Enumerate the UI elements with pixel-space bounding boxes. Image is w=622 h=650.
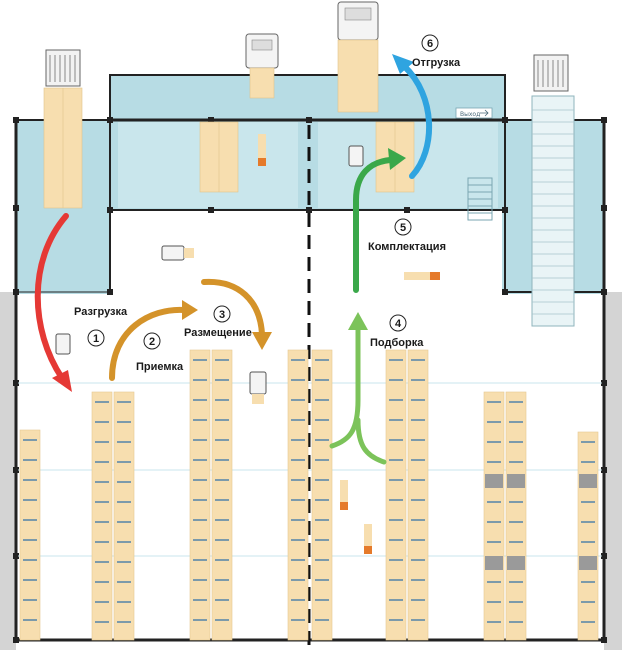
arrowhead-receiving (182, 300, 198, 320)
exit-sign-label: Выход (460, 111, 480, 118)
rack-column (91, 391, 113, 641)
forklift-icon (249, 371, 267, 404)
step-4-label: Подборка (370, 337, 424, 349)
step-1-label: Разгрузка (74, 306, 128, 318)
rack-body (189, 349, 211, 641)
storage-racks (19, 349, 599, 641)
rack-body (385, 349, 407, 641)
step-3-number: 3 (219, 309, 225, 321)
forklift-icon (348, 145, 364, 167)
arrow-picking-left (329, 325, 361, 449)
staged-pallets (199, 121, 415, 193)
arrowhead-unloading (52, 370, 72, 392)
arrowhead-picking (348, 312, 368, 330)
rack-empty-slot (507, 556, 525, 570)
step-5-label: Комплектация (368, 241, 446, 253)
step-6-number: 6 (427, 38, 433, 50)
rack-body (483, 391, 505, 641)
pallet-jack-icon (404, 272, 440, 280)
step-1: 1 Разгрузка (74, 306, 128, 347)
arrow-placement (201, 278, 265, 337)
pallet-jack-icon (340, 480, 348, 510)
step-6: 6 Отгрузка (412, 34, 461, 69)
unloading-pallets (43, 87, 83, 209)
arrowhead-shipping (392, 54, 414, 74)
rack-empty-slot (579, 474, 597, 488)
ground-left (0, 292, 16, 650)
arrow-assembly (353, 157, 393, 293)
stairs-icon (467, 177, 493, 221)
ground-right (604, 292, 622, 650)
step-5: 5 Комплектация (368, 218, 446, 253)
fan-unit-icon (533, 54, 569, 92)
step-2: 2 Приемка (136, 332, 184, 373)
rack-body (407, 349, 429, 641)
step-3: 3 Размещение (184, 305, 252, 339)
rack-column (189, 349, 211, 641)
rack-body (505, 391, 527, 641)
rack-body (211, 349, 233, 641)
arrowhead-assembly (388, 148, 406, 170)
arrow-receiving (109, 306, 187, 381)
exit-sign-icon: Выход (455, 107, 493, 119)
arrow-unloading (34, 213, 69, 381)
rack-body (91, 391, 113, 641)
step-2-label: Приемка (136, 361, 184, 373)
truck-icon (337, 1, 379, 113)
rack-column (113, 391, 135, 641)
rack-body (311, 349, 333, 641)
rack-column (385, 349, 407, 641)
step-3-label: Размещение (184, 327, 252, 339)
rack-column (505, 391, 527, 641)
arrowhead-placement (252, 332, 272, 350)
arrow-shipping (401, 63, 432, 179)
rack-empty-slot (485, 556, 503, 570)
rack-empty-slot (507, 474, 525, 488)
step-1-number: 1 (93, 333, 99, 345)
pallet-jack-icon (258, 134, 266, 166)
rack-column (211, 349, 233, 641)
rack-body (19, 429, 41, 641)
rack-empty-slot (485, 474, 503, 488)
step-5-number: 5 (400, 222, 406, 234)
conveyor-lane (531, 95, 575, 327)
rack-body (287, 349, 309, 641)
rack-empty-slot (579, 556, 597, 570)
step-6-label: Отгрузка (412, 57, 461, 69)
rack-column (577, 431, 599, 641)
step-4-number: 4 (395, 318, 402, 330)
fan-unit-icon (45, 49, 81, 87)
step-2-number: 2 (149, 336, 155, 348)
wall-posts (13, 117, 607, 643)
rack-column (483, 391, 505, 641)
pallet-jack-icon (364, 524, 372, 554)
rack-body (577, 431, 599, 641)
forklift-icon (55, 333, 71, 355)
rack-column (407, 349, 429, 641)
step-4: 4 Подборка (370, 314, 424, 349)
rack-column (19, 429, 41, 641)
rack-column (287, 349, 309, 641)
flow-arrows (34, 54, 432, 465)
rack-body (113, 391, 135, 641)
rack-column (311, 349, 333, 641)
truck-icon (245, 33, 279, 99)
forklift-icon (161, 245, 194, 261)
arrow-picking-right (355, 417, 387, 465)
